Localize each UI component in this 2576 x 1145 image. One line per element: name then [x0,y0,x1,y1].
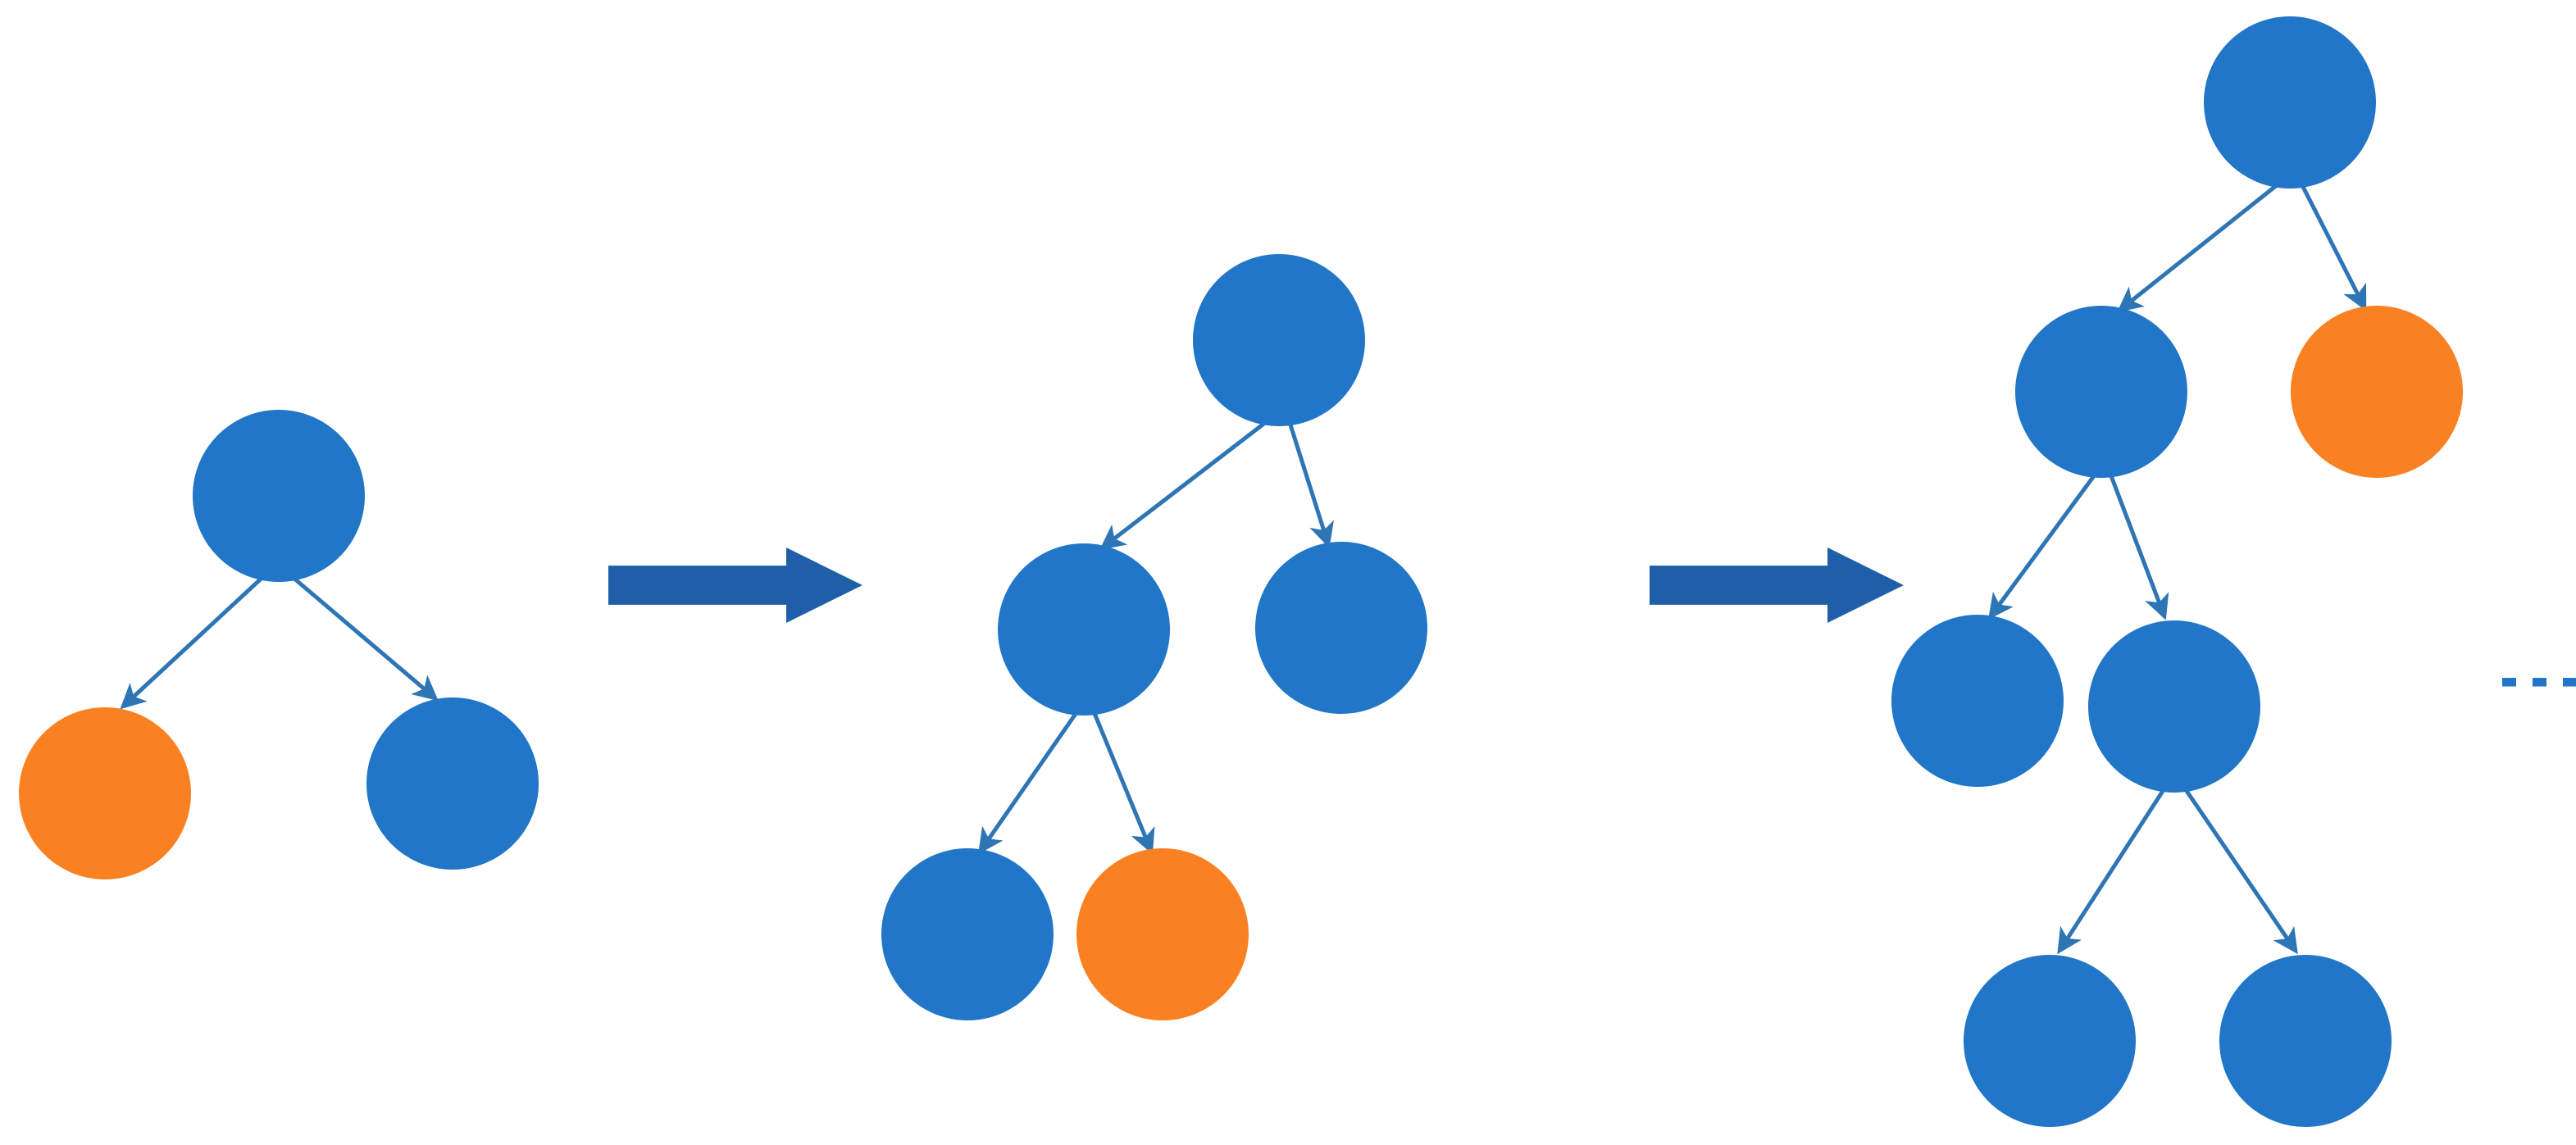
tree-edge-arrow [2298,180,2367,311]
tree-node[interactable] [2015,306,2187,478]
ellipsis-dot-icon [2533,678,2546,687]
step-arrows-layer [608,548,1904,623]
tree-1-edges [120,572,439,710]
tree-2-edges [978,418,1334,855]
tree-node[interactable] [19,707,191,879]
tree-3-nodes [1891,16,2463,1127]
tree-node[interactable] [2219,955,2392,1127]
tree-node[interactable] [1891,615,2064,787]
tree-edge-arrow [978,710,1080,855]
step-arrow-icon [608,548,862,623]
tree-node[interactable] [1193,254,1365,426]
tree-node[interactable] [1076,848,1249,1020]
ellipsis-group [2502,678,2576,687]
tree-3-edges [1988,180,2367,955]
tree-edge-arrow [1286,419,1334,548]
tree-node[interactable] [1964,955,2136,1127]
tree-node[interactable] [1255,542,1427,714]
tree-node[interactable] [2088,620,2260,793]
tree-node[interactable] [193,410,365,582]
step-arrow-icon [1650,548,1904,623]
tree-node[interactable] [998,543,1170,716]
tree-edge-arrow [2057,787,2167,955]
ellipsis-dot-icon [2563,678,2576,687]
tree-1-nodes [19,410,539,879]
nodes-layer [19,16,2463,1127]
tree-node[interactable] [366,697,539,870]
tree-edge-arrow [120,572,268,710]
edges-layer [120,180,2367,955]
tree-edge-arrow [1099,418,1271,551]
ellipsis-dot-icon [2502,678,2516,687]
tree-node[interactable] [2204,16,2376,189]
tree-node[interactable] [881,848,1054,1020]
tree-edge-arrow [2108,473,2169,620]
tree-edge-arrow [2117,180,2282,313]
tree-node[interactable] [2291,306,2463,478]
tree-2-nodes [881,254,1427,1020]
tree-edge-arrow [2182,787,2298,955]
tree-edge-arrow [1988,472,2098,620]
tree-edge-arrow [287,572,439,702]
tree-edge-arrow [1091,711,1155,855]
